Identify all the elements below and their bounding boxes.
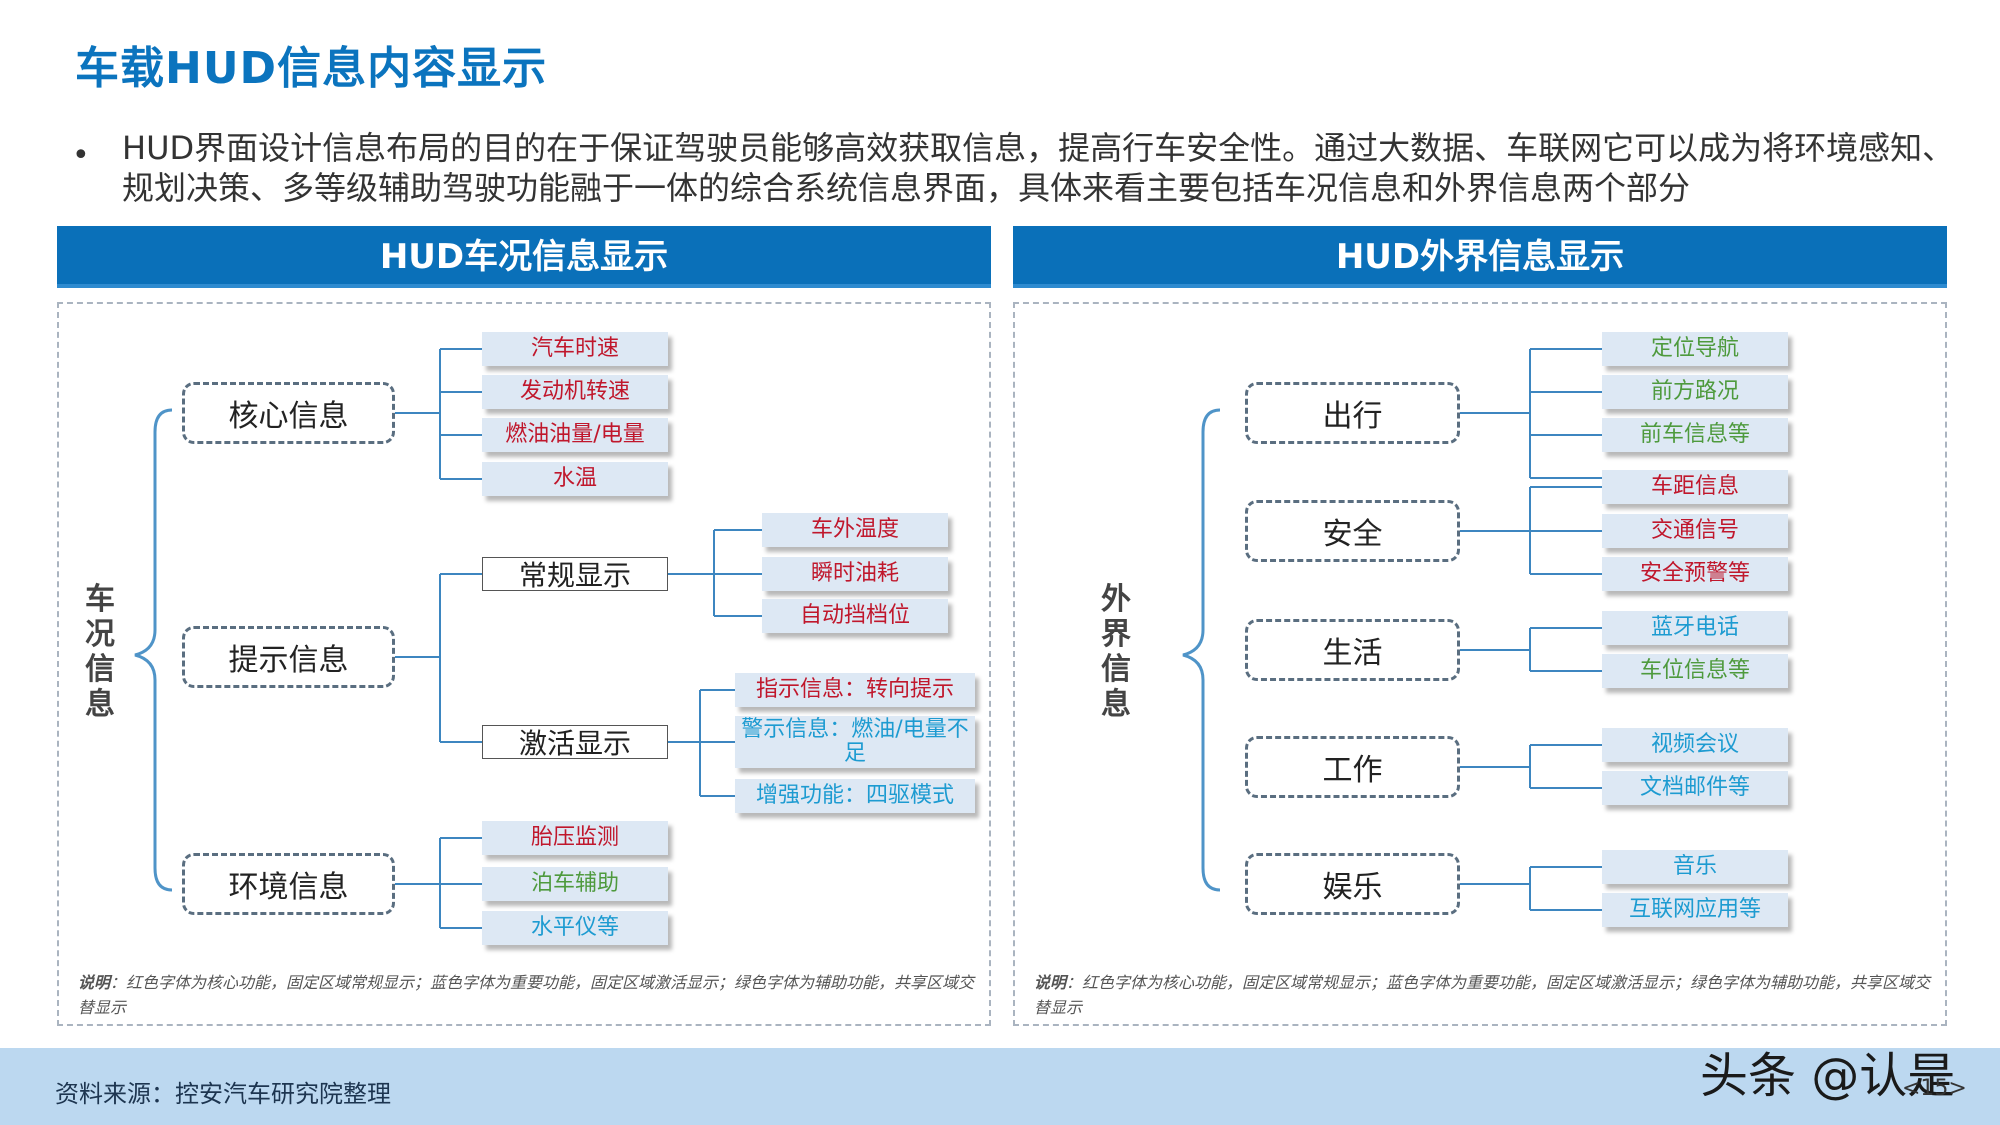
right-panel-body (1013, 302, 1947, 1026)
travel-item-2: 前方路况 (1602, 375, 1788, 409)
regular-item-1: 车外温度 (762, 513, 948, 547)
travel-item-3: 前车信息等 (1602, 418, 1788, 452)
active-item-1: 指示信息：转向提示 (735, 673, 975, 707)
travel-item-1: 定位导航 (1602, 332, 1788, 366)
env-info-node: 环境信息 (182, 853, 395, 915)
safety-item-1: 车距信息 (1602, 470, 1788, 504)
bullet-icon: • (72, 138, 90, 173)
work-node: 工作 (1245, 736, 1460, 798)
safety-item-2: 交通信号 (1602, 514, 1788, 548)
left-note: 说明：红色字体为核心功能，固定区域常规显示；蓝色字体为重要功能，固定区域激活显示… (78, 970, 978, 1020)
core-item-4: 水温 (482, 462, 668, 496)
left-root-label: 车况信息 (85, 582, 115, 722)
core-item-3: 燃油油量/电量 (482, 418, 668, 452)
core-item-1: 汽车时速 (482, 332, 668, 366)
left-note-text: ：红色字体为核心功能，固定区域常规显示；蓝色字体为重要功能，固定区域激活显示；绿… (78, 973, 975, 1017)
left-note-label: 说明 (78, 973, 111, 992)
life-item-1: 蓝牙电话 (1602, 611, 1788, 645)
regular-item-2: 瞬时油耗 (762, 557, 948, 591)
page-title: 车载HUD信息内容显示 (75, 43, 548, 94)
env-item-3: 水平仪等 (482, 911, 668, 945)
work-item-2: 文档邮件等 (1602, 771, 1788, 805)
safety-item-3: 安全预警等 (1602, 557, 1788, 591)
right-note: 说明：红色字体为核心功能，固定区域常规显示；蓝色字体为重要功能，固定区域激活显示… (1034, 970, 1934, 1020)
footer-bar (0, 1048, 2000, 1125)
core-info-node: 核心信息 (182, 382, 395, 444)
fun-item-1: 音乐 (1602, 850, 1788, 884)
hint-info-node: 提示信息 (182, 626, 395, 688)
env-item-1: 胎压监测 (482, 821, 668, 855)
footer-source: 资料来源：控安汽车研究院整理 (55, 1080, 391, 1108)
left-panel-body (57, 302, 991, 1026)
right-note-label: 说明 (1034, 973, 1067, 992)
work-item-1: 视频会议 (1602, 728, 1788, 762)
active-item-3: 增强功能：四驱模式 (735, 779, 975, 813)
regular-item-3: 自动挡档位 (762, 599, 948, 633)
core-item-2: 发动机转速 (482, 375, 668, 409)
watermark: 头条 @认是 (1700, 1048, 1956, 1104)
right-note-text: ：红色字体为核心功能，固定区域常规显示；蓝色字体为重要功能，固定区域激活显示；绿… (1034, 973, 1931, 1017)
active-display-node: 激活显示 (482, 725, 668, 760)
right-root-label: 外界信息 (1101, 582, 1131, 722)
fun-node: 娱乐 (1245, 853, 1460, 915)
safety-node: 安全 (1245, 500, 1460, 562)
life-node: 生活 (1245, 619, 1460, 681)
env-item-2: 泊车辅助 (482, 867, 668, 901)
regular-display-node: 常规显示 (482, 557, 668, 592)
right-panel-header: HUD外界信息显示 (1013, 226, 1947, 288)
page-number: <15> (1902, 1076, 1967, 1101)
fun-item-2: 互联网应用等 (1602, 893, 1788, 927)
intro-text: HUD界面设计信息布局的目的在于保证驾驶员能够高效获取信息，提高行车安全性。通过… (122, 129, 1955, 207)
active-item-2: 警示信息：燃油/电量不足 (735, 716, 975, 768)
travel-node: 出行 (1245, 382, 1460, 444)
left-panel-header: HUD车况信息显示 (57, 226, 991, 288)
life-item-2: 车位信息等 (1602, 654, 1788, 688)
